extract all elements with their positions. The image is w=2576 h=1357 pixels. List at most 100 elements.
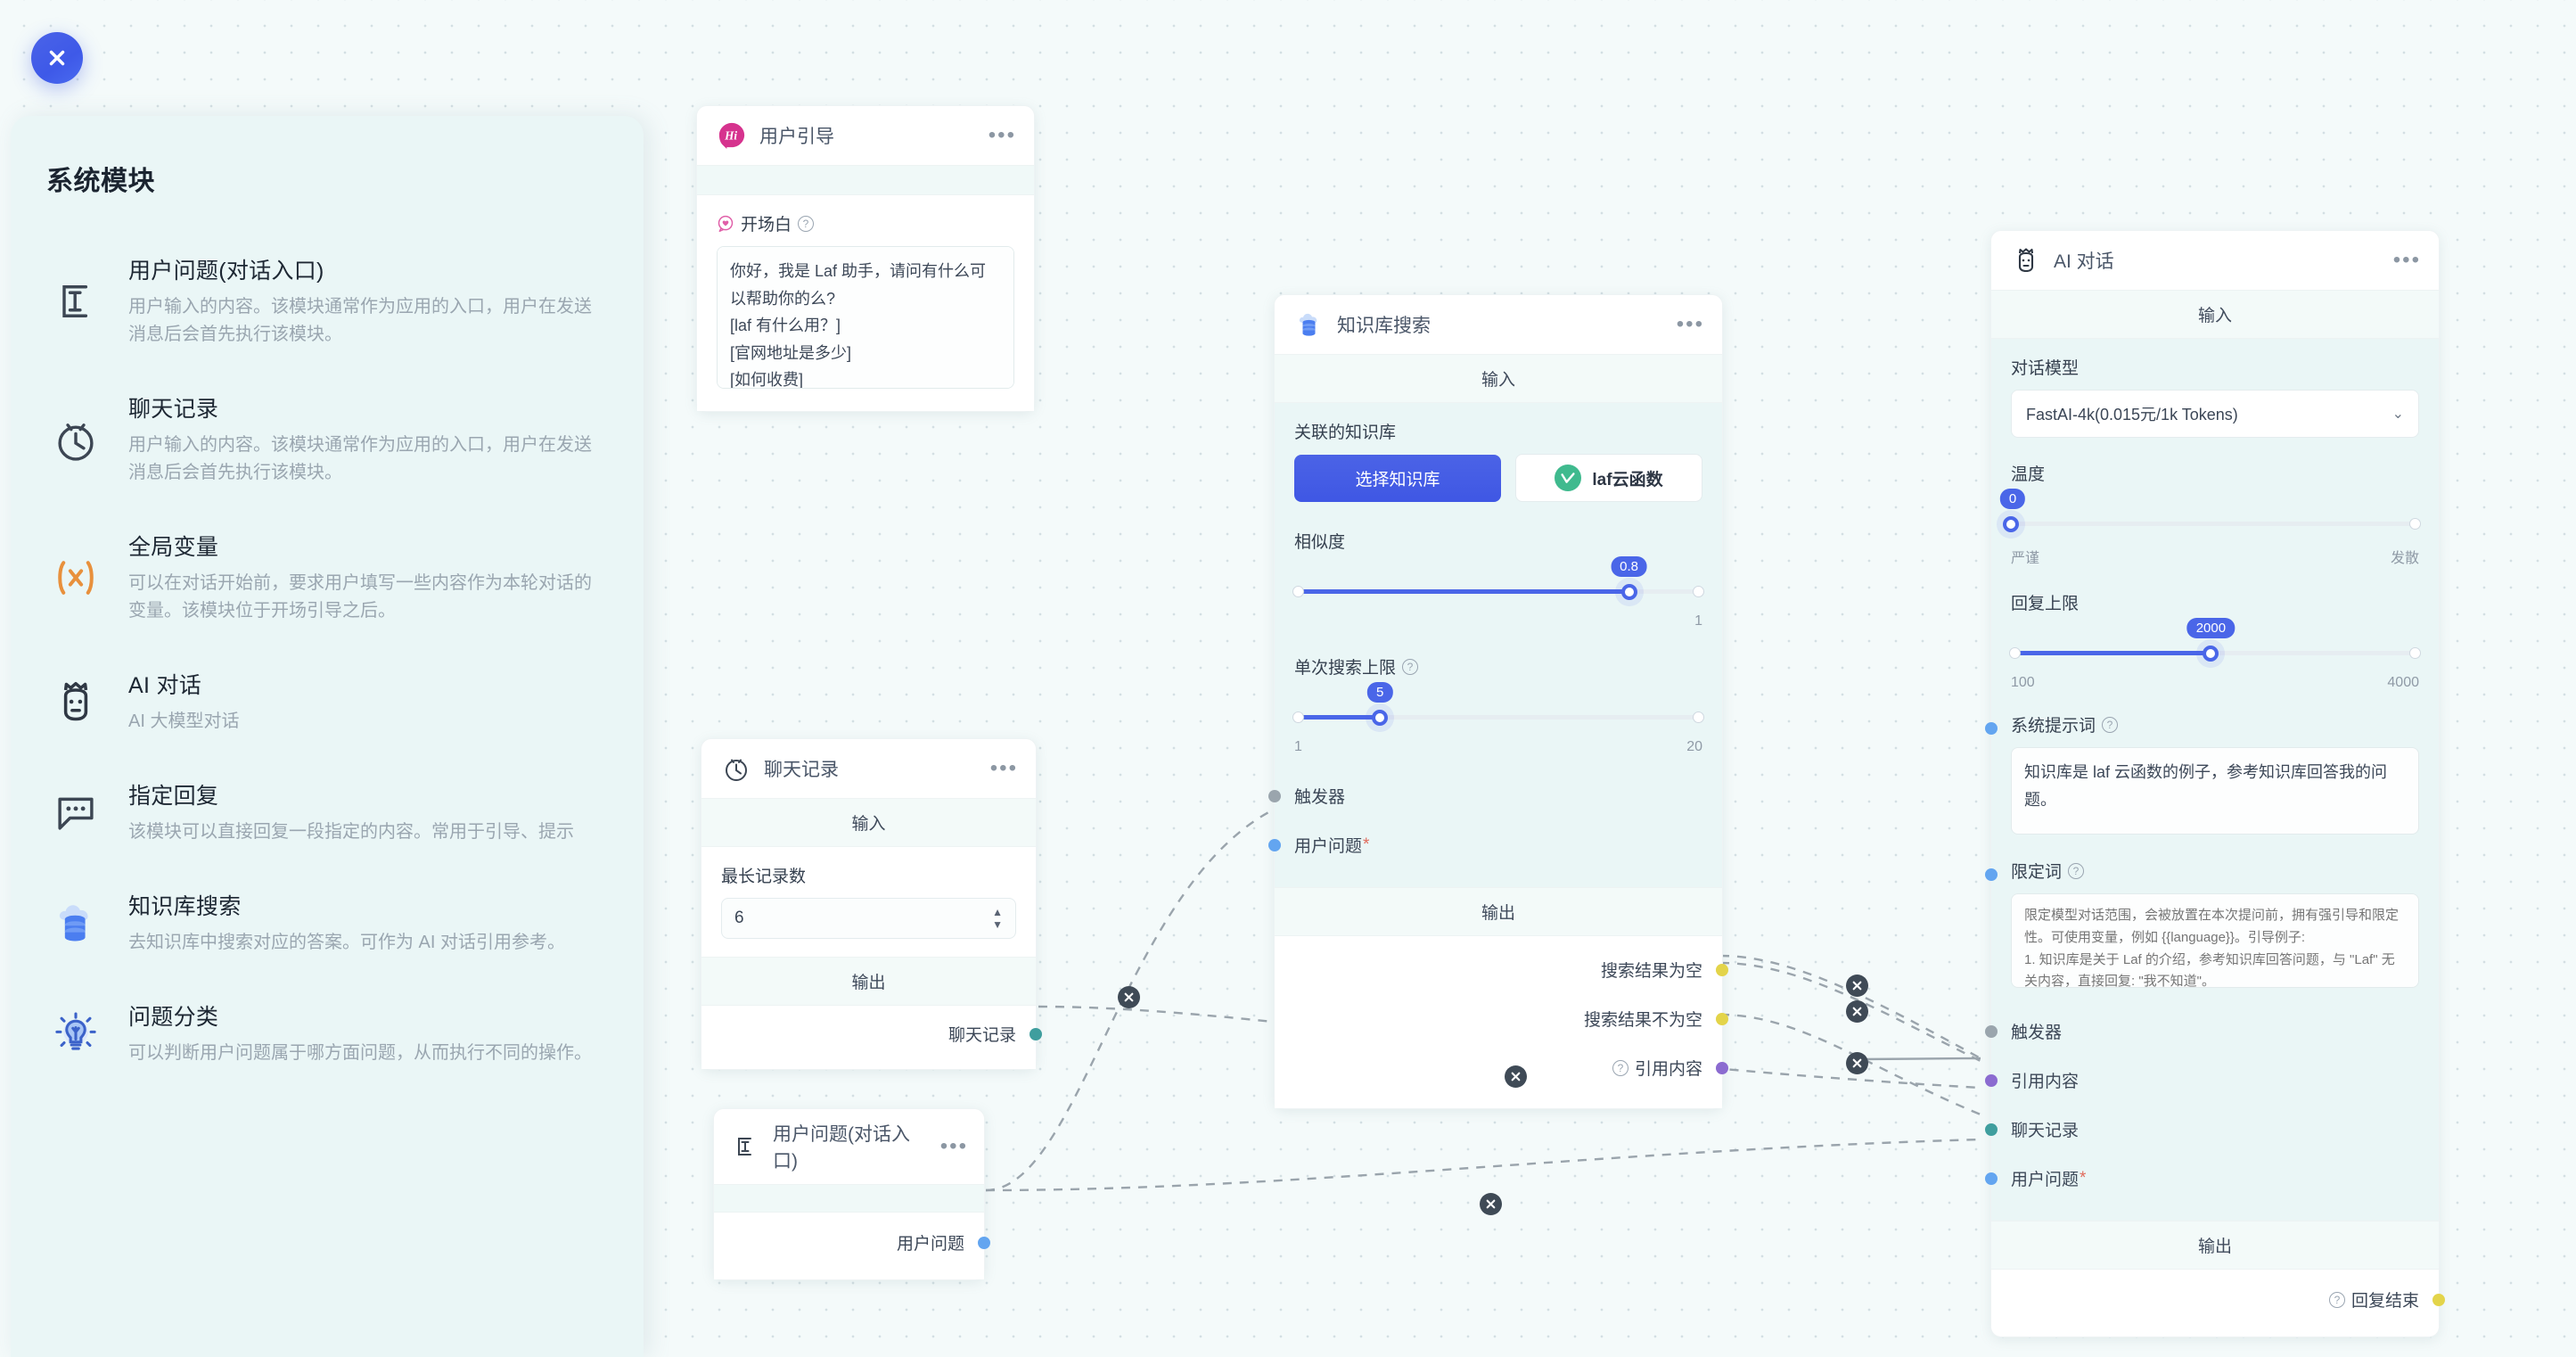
node-header[interactable]: AI 对话 ••• — [1991, 231, 2439, 290]
section-output: 输出 — [1275, 887, 1722, 936]
module-item-question-classify[interactable]: 问题分类 可以判断用户问题属于哪方面问题，从而执行不同的操作。 — [46, 980, 601, 1090]
select-dataset-button[interactable]: 选择知识库 — [1294, 454, 1501, 502]
module-text: AI 对话 AI 大模型对话 — [128, 668, 601, 736]
edge-delete-button[interactable] — [1846, 1000, 1868, 1023]
help-icon[interactable]: ? — [2328, 1291, 2345, 1308]
similarity-max: 1 — [1694, 613, 1702, 629]
chat-heart-icon — [718, 215, 734, 232]
help-icon[interactable]: ? — [1402, 658, 1419, 675]
module-item-user-question[interactable]: 用户问题(对话入口) 用户输入的内容。该模块通常作为应用的入口，用户在发送消息后… — [46, 234, 601, 372]
close-panel-button[interactable] — [31, 32, 83, 84]
dataset-chip-label: laf云函数 — [1592, 470, 1663, 489]
similarity-slider[interactable]: 0.8 — [1292, 556, 1704, 608]
topk-slider[interactable]: 5 — [1292, 682, 1704, 734]
module-item-ai-chat[interactable]: AI 对话 AI 大模型对话 — [46, 648, 601, 759]
input-row-user-question: 用户问题 * — [1268, 820, 1702, 869]
node-header[interactable]: 用户问题(对话入口) ••• — [714, 1109, 984, 1184]
node-header[interactable]: 知识库搜索 ••• — [1275, 295, 1722, 354]
max-tokens-slider[interactable]: 2000 — [2009, 618, 2421, 670]
close-icon — [1852, 1007, 1862, 1016]
help-icon[interactable]: ? — [1612, 1059, 1628, 1076]
module-item-chat-history[interactable]: 聊天记录 用户输入的内容。该模块通常作为应用的入口，用户在发送消息后会首先执行该… — [46, 372, 601, 510]
output-port[interactable] — [978, 1236, 990, 1249]
node-user-question[interactable]: 用户问题(对话入口) ••• 用户问题 — [713, 1108, 990, 1280]
chevron-down-icon: ⌄ — [2391, 407, 2404, 422]
node-ai-chat[interactable]: AI 对话 ••• 输入 对话模型 FastAI-4k(0.015元/1k To… — [1985, 230, 2445, 1337]
input-port[interactable] — [1985, 1123, 1998, 1136]
node-user-guide[interactable]: Hi 用户引导 ••• 开场白 ? — [696, 105, 1035, 412]
help-icon[interactable]: ? — [2068, 862, 2085, 879]
node-divider — [697, 165, 1034, 195]
input-port[interactable] — [1985, 1073, 1998, 1087]
input-port[interactable] — [1985, 868, 1998, 881]
system-prompt-textarea[interactable] — [2011, 747, 2419, 835]
input-port[interactable] — [1268, 789, 1281, 802]
section-input: 输入 — [1991, 290, 2439, 339]
output-port[interactable] — [1716, 1061, 1728, 1074]
opening-statement-label: 开场白 ? — [717, 211, 1014, 235]
slider-thumb[interactable] — [1372, 710, 1389, 726]
module-desc: 用户输入的内容。该模块通常作为应用的入口，用户在发送消息后会首先执行该模块。 — [128, 435, 592, 482]
node-dataset-search[interactable]: 知识库搜索 ••• 输入 关联的知识库 选择知识库 laf云函数 相似度 — [1268, 294, 1728, 1109]
dataset-chip[interactable]: laf云函数 — [1515, 454, 1702, 502]
input-port[interactable] — [1985, 722, 1998, 735]
max-tokens-min: 100 — [2011, 675, 2035, 690]
topk-value: 5 — [1367, 682, 1393, 703]
node-header[interactable]: Hi 用户引导 ••• — [697, 106, 1034, 165]
node-body-input: 关联的知识库 选择知识库 laf云函数 相似度 0.8 — [1268, 403, 1722, 887]
max-records-stepper[interactable]: 6 ▲ ▼ — [721, 898, 1016, 939]
edge-delete-button[interactable] — [1505, 1065, 1527, 1088]
svg-text:Hi: Hi — [724, 129, 737, 143]
output-port[interactable] — [1716, 1012, 1728, 1025]
node-menu-button[interactable]: ••• — [988, 123, 1016, 147]
system-modules-panel: 系统模块 用户问题(对话入口) 用户输入的内容。该模块通常作为应用的入口，用户在… — [11, 116, 644, 1357]
input-label: 触发器 — [1294, 788, 1346, 807]
output-row-not-empty: 搜索结果不为空 — [1294, 994, 1728, 1043]
module-item-dataset-search[interactable]: 知识库搜索 去知识库中搜索对应的答案。可作为 AI 对话引用参考。 — [46, 869, 601, 980]
slider-thumb[interactable] — [2003, 516, 2019, 532]
input-port[interactable] — [1985, 1024, 1998, 1038]
node-menu-button[interactable]: ••• — [1676, 312, 1704, 336]
opening-statement-textarea[interactable] — [717, 246, 1014, 389]
edge-delete-button[interactable] — [1480, 1193, 1502, 1215]
stepper-arrows[interactable]: ▲ ▼ — [992, 906, 1003, 931]
input-port[interactable] — [1985, 1172, 1998, 1185]
variable-x-icon — [46, 548, 105, 607]
module-item-specified-reply[interactable]: 指定回复 该模块可以直接回复一段指定的内容。常用于引导、提示 — [46, 759, 601, 869]
edge-delete-button[interactable] — [1846, 1052, 1868, 1074]
clock-history-icon — [46, 410, 105, 469]
input-port[interactable] — [1268, 838, 1281, 851]
edge-delete-button[interactable] — [1118, 986, 1140, 1008]
slider-fill — [1294, 715, 1381, 720]
module-item-global-variable[interactable]: 全局变量 可以在对话开始前，要求用户填写一些内容作为本轮对话的变量。该模块位于开… — [46, 510, 601, 648]
node-menu-button[interactable]: ••• — [2392, 248, 2421, 272]
output-port[interactable] — [1716, 963, 1728, 976]
module-desc: 该模块可以直接回复一段指定的内容。常用于引导、提示 — [128, 822, 574, 842]
temperature-slider[interactable]: 0 — [1999, 489, 2421, 540]
limit-prompt-textarea[interactable] — [2011, 893, 2419, 988]
lightbulb-icon — [46, 1004, 105, 1063]
output-port[interactable] — [2432, 1293, 2445, 1306]
node-menu-button[interactable]: ••• — [939, 1134, 968, 1158]
slider-start-dot — [1292, 711, 1304, 723]
robot-icon — [46, 672, 105, 731]
slider-track — [2011, 522, 2419, 526]
slider-fill — [1294, 589, 1629, 594]
stepper-up-icon[interactable]: ▲ — [992, 906, 1003, 918]
help-icon[interactable]: ? — [798, 215, 815, 232]
help-icon[interactable]: ? — [2102, 716, 2119, 733]
model-value: FastAI-4k(0.015元/1k Tokens) — [2026, 406, 2238, 424]
module-text: 聊天记录 用户输入的内容。该模块通常作为应用的入口，用户在发送消息后会首先执行该… — [128, 391, 601, 487]
node-menu-button[interactable]: ••• — [989, 756, 1018, 780]
model-select[interactable]: FastAI-4k(0.015元/1k Tokens) ⌄ — [2011, 390, 2419, 438]
slider-thumb[interactable] — [1620, 584, 1637, 600]
output-port[interactable] — [1030, 1027, 1042, 1040]
edge-delete-button[interactable] — [1846, 975, 1868, 997]
node-chat-history[interactable]: 聊天记录 ••• 输入 最长记录数 6 ▲ ▼ 输出 聊天记录 — [701, 738, 1042, 1070]
slider-thumb[interactable] — [2203, 646, 2219, 662]
stepper-down-icon[interactable]: ▼ — [992, 918, 1003, 931]
node-header[interactable]: 聊天记录 ••• — [701, 739, 1036, 798]
close-icon — [1486, 1199, 1496, 1209]
node-body: 开场白 ? — [697, 195, 1034, 411]
